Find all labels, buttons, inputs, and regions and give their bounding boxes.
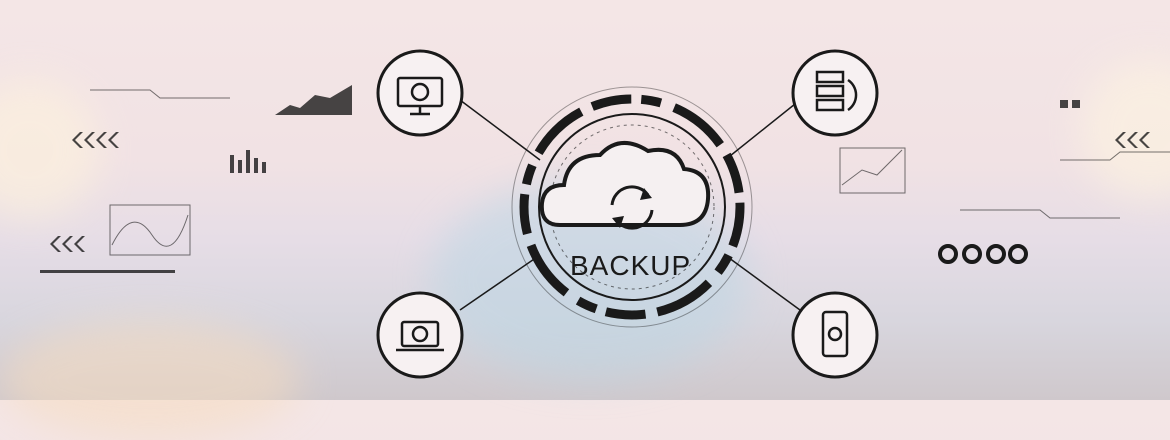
phone-sync-icon bbox=[791, 291, 879, 379]
backup-label: BACKUP bbox=[570, 250, 692, 281]
server-sync-icon bbox=[791, 49, 879, 137]
cloud-sync-icon bbox=[539, 141, 711, 230]
backup-illustration bbox=[40, 49, 1170, 379]
monitor-sync-icon bbox=[376, 49, 464, 137]
laptop-sync-icon bbox=[376, 291, 464, 379]
